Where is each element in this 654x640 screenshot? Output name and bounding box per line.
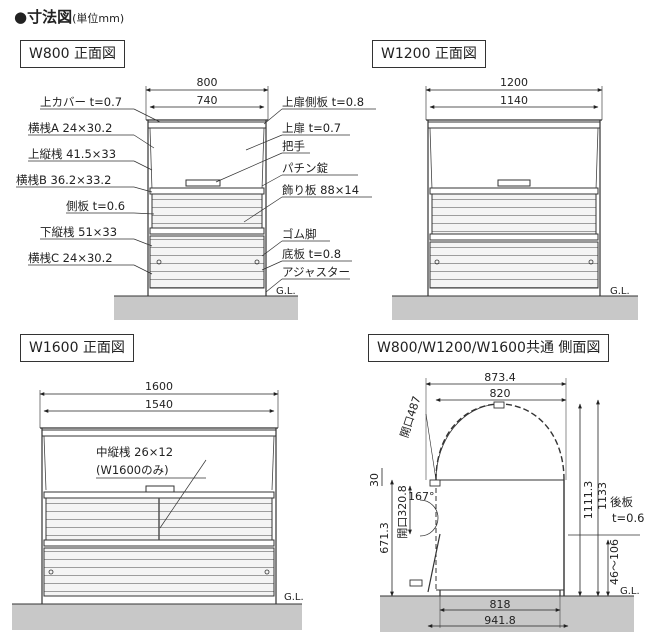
side-dome — [435, 403, 565, 481]
side-view: 873.4 820 30 671.3 開口320.8 167° 開口487 11… — [368, 371, 644, 632]
w1600-dim-inner: 1540 — [145, 398, 173, 411]
side-back-plate-thickness: t=0.6 — [612, 511, 644, 525]
w1600-handle — [145, 485, 175, 493]
w1600-gl: G.L. — [284, 592, 304, 603]
w800-label-adjuster: アジャスター — [282, 265, 350, 279]
side-gl: G.L. — [620, 586, 640, 597]
w800-label-rail-b: 横桟B 36.2×33.2 — [16, 173, 111, 187]
w800-label-deco-plate: 飾り板 88×14 — [282, 183, 359, 197]
w1600-lower-slats — [43, 547, 275, 597]
w1200-dim-outer: 1200 — [500, 76, 528, 89]
w800-dim-inner: 740 — [197, 94, 218, 107]
w800-dim-outer: 800 — [197, 76, 218, 89]
w800-label-rail-a: 横桟A 24×30.2 — [28, 121, 112, 135]
w800-label-rail-c: 横桟C 24×30.2 — [28, 251, 113, 265]
w800-handle — [185, 179, 221, 187]
w1600-note-only: (W1600のみ) — [96, 463, 169, 477]
heading-title: 寸法図 — [27, 8, 73, 26]
w800-label-top-cover: 上カバー t=0.7 — [40, 95, 122, 109]
side-angle: 167° — [408, 490, 435, 503]
w800-gl: G.L. — [276, 286, 296, 297]
w800-label-lower-post: 下縦桟 51×33 — [40, 225, 117, 239]
w800-label-handle: 把手 — [282, 139, 305, 153]
w800-label-upper-post: 上縦桟 41.5×33 — [28, 147, 116, 161]
heading-unit: (単位mm) — [72, 12, 125, 25]
side-bottom-outer: 941.8 — [484, 614, 516, 627]
w1200-front-view: 1200 1140 G.L. — [392, 76, 638, 320]
w800-label-door: 上扉 t=0.7 — [282, 121, 341, 135]
w800-label-door-side: 上扉側板 t=0.8 — [282, 95, 364, 109]
w1200-upper-slats — [431, 193, 597, 235]
side-left-total: 671.3 — [378, 522, 391, 554]
side-h2: 1133 — [596, 482, 609, 510]
w1600-note-middle-post: 中縦桟 26×12 — [96, 445, 173, 459]
w1200-gl: G.L. — [610, 286, 630, 297]
side-open-door — [427, 533, 441, 593]
w800-label-bottom-plate: 底板 t=0.8 — [282, 247, 341, 261]
w1600-dim-outer: 1600 — [145, 380, 173, 393]
w800-label-rubber-foot: ゴム脚 — [282, 227, 317, 241]
w800-front-view: 800 740 G.L. 上カバー t=0.7 横桟A 24×30.2 上縦桟 … — [16, 76, 376, 320]
side-top-inner: 820 — [490, 387, 511, 400]
w1200-ground — [392, 296, 638, 320]
side-open-arc: 開口487 — [398, 394, 424, 439]
w1200-lower-slats — [429, 241, 599, 289]
w1200-handle — [497, 179, 531, 187]
w1600-panel-title: W1600 正面図 — [20, 334, 134, 362]
side-open-vertical: 開口320.8 — [396, 485, 409, 539]
side-panel-title: W800/W1200/W1600共通 側面図 — [368, 334, 610, 362]
w800-label-side-panel: 側板 t=0.6 — [66, 199, 125, 213]
side-top-outer: 873.4 — [484, 371, 516, 384]
side-bottom-inner: 818 — [490, 598, 511, 611]
w1200-dim-inner: 1140 — [500, 94, 528, 107]
w800-upper-slats — [151, 193, 263, 229]
w800-lower-slats — [149, 235, 265, 289]
w1600-ground — [12, 604, 302, 630]
side-thirty: 30 — [368, 473, 381, 487]
heading-bullet: ● — [14, 8, 28, 26]
w800-panel-title: W800 正面図 — [20, 40, 126, 68]
w1600-front-view: 1600 1540 G.L. 中縦桟 26×12 (W1600のみ) — [12, 380, 304, 630]
w800-ground — [114, 296, 298, 320]
side-adjust: 46〜106 — [608, 539, 621, 585]
side-back-plate-label: 後板 — [610, 495, 633, 509]
w800-label-latch: パチン錠 — [282, 161, 328, 175]
side-h1: 1111.3 — [582, 481, 595, 520]
page-heading: ●寸法図(単位mm) — [14, 6, 124, 27]
w1200-panel-title: W1200 正面図 — [372, 40, 486, 68]
